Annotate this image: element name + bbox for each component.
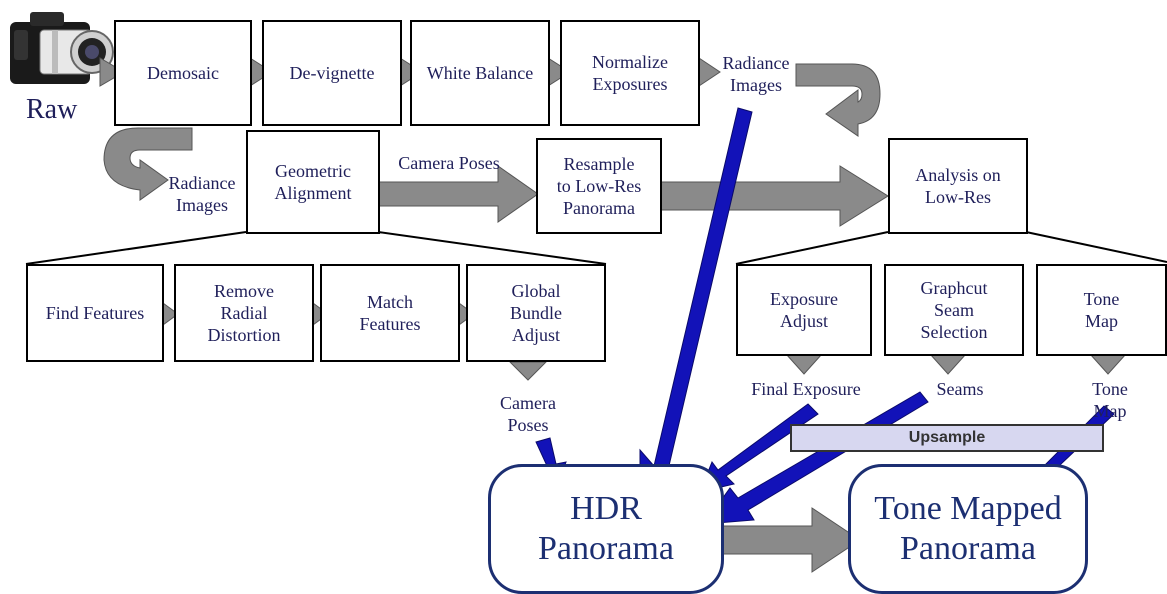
fan-line-left bbox=[25, 231, 247, 265]
arrow-graphcut-down bbox=[928, 353, 968, 375]
arrow-geometric-resample bbox=[377, 165, 539, 223]
resample-box[interactable]: Resample to Low-Res Panorama bbox=[536, 138, 662, 234]
find-features-box[interactable]: Find Features bbox=[26, 264, 164, 362]
u-turn-arrow-left bbox=[103, 127, 193, 201]
final-exposure-label: Final Exposure bbox=[751, 379, 861, 399]
global-bundle-adjust-box[interactable]: Global Bundle Adjust bbox=[466, 264, 606, 362]
radiance-images-label-left: Radiance Images bbox=[168, 173, 236, 215]
remove-distortion-box[interactable]: Remove Radial Distortion bbox=[174, 264, 314, 362]
fan-line-right bbox=[377, 231, 607, 265]
match-features-box[interactable]: Match Features bbox=[320, 264, 460, 362]
devignette-box[interactable]: De-vignette bbox=[262, 20, 402, 126]
upsample-bar[interactable]: Upsample bbox=[790, 424, 1104, 452]
fan-line-analysis-right bbox=[1025, 231, 1167, 263]
demosaic-box[interactable]: Demosaic bbox=[114, 20, 252, 126]
seams-label: Seams bbox=[936, 379, 984, 399]
arrow-hdr-tonemapped bbox=[711, 507, 861, 573]
camera-poses-label: Camera Poses bbox=[398, 153, 500, 173]
tone-map-box[interactable]: Tone Map bbox=[1036, 264, 1167, 356]
exposure-adjust-box[interactable]: Exposure Adjust bbox=[736, 264, 872, 356]
arrow-resample-analysis bbox=[659, 165, 889, 227]
camera-poses-output-label: Camera Poses bbox=[500, 393, 556, 435]
white-balance-box[interactable]: White Balance bbox=[410, 20, 550, 126]
u-turn-arrow-right bbox=[795, 63, 881, 137]
hdr-panorama-box[interactable]: HDR Panorama bbox=[488, 464, 724, 594]
camera-icon bbox=[10, 12, 114, 84]
radiance-images-label-top: Radiance Images bbox=[722, 53, 790, 95]
arrow-tonemap-down bbox=[1088, 353, 1128, 375]
arrow-global-down bbox=[508, 361, 548, 381]
analysis-box[interactable]: Analysis on Low-Res bbox=[888, 138, 1028, 234]
arrow-camera-demosaic bbox=[99, 57, 125, 87]
tone-mapped-panorama-box[interactable]: Tone Mapped Panorama bbox=[848, 464, 1088, 594]
geometric-alignment-box[interactable]: Geometric Alignment bbox=[246, 130, 380, 234]
arrow-exposure-down bbox=[784, 353, 824, 375]
normalize-exposures-box[interactable]: Normalize Exposures bbox=[560, 20, 700, 126]
tone-map-output-label: Tone Map bbox=[1092, 379, 1128, 421]
raw-label: Raw bbox=[26, 94, 78, 125]
graphcut-box[interactable]: Graphcut Seam Selection bbox=[884, 264, 1024, 356]
fan-line-analysis-left bbox=[735, 231, 889, 265]
